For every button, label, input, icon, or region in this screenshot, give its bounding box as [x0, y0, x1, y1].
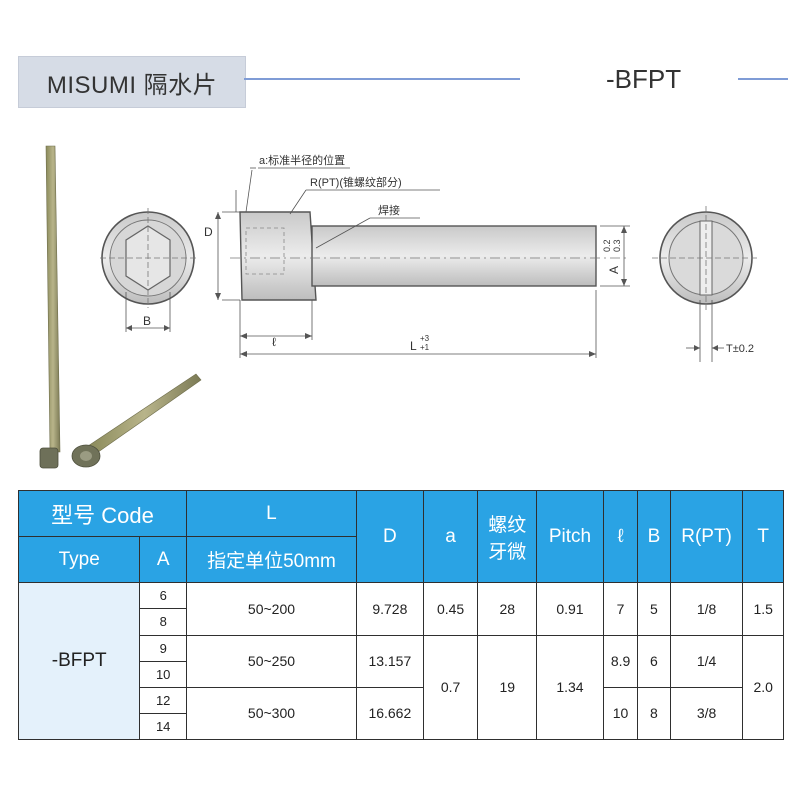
cell-a: 12 — [139, 686, 187, 714]
dim-b-label: B — [143, 314, 151, 328]
dim-l-tol-upper: +3 — [420, 334, 430, 343]
cell-a-small: 0.7 — [422, 634, 479, 741]
label-radius-position: a:标准半径的位置 — [259, 153, 345, 167]
cell-thread: 28 — [477, 582, 538, 636]
cell-b: 8 — [637, 686, 671, 741]
header-thread-line1: 螺纹 — [488, 514, 527, 536]
cell-t: 2.0 — [742, 634, 784, 741]
product-photo-vertical — [39, 145, 61, 469]
cell-t: 1.5 — [742, 582, 784, 636]
cell-pitch: 0.91 — [536, 582, 604, 636]
technical-drawing: B a:标准半径的位置 R(PT)(锥螺纹部分) 焊接 — [39, 145, 760, 469]
page-title-box: MISUMI 隔水片 — [18, 56, 246, 108]
cell-r-pt: 3/8 — [669, 686, 744, 741]
cell-d: 13.157 — [355, 634, 424, 688]
end-view-slot — [652, 206, 760, 362]
label-taper-thread: R(PT)(锥螺纹部分) — [310, 175, 402, 189]
header-thread-line2: 牙微 — [488, 541, 527, 563]
dim-l-tol-lower: +1 — [420, 343, 430, 352]
header-rule-right — [738, 78, 788, 80]
cell-pitch: 1.34 — [536, 634, 604, 741]
cell-a: 10 — [139, 660, 187, 688]
cell-l-range: 50~250 — [185, 634, 357, 688]
cell-l-small: 10 — [602, 686, 639, 741]
cell-b: 5 — [637, 582, 671, 636]
cell-r-pt: 1/4 — [669, 634, 744, 688]
product-code: -BFPT — [606, 64, 682, 94]
header-a: A — [139, 536, 187, 584]
header-a-small: a — [422, 489, 479, 584]
product-photo-angled — [71, 373, 202, 468]
side-view — [215, 167, 630, 358]
header-pitch: Pitch — [536, 489, 604, 584]
cell-a: 14 — [139, 712, 187, 741]
dim-l-small-label: ℓ — [272, 335, 276, 349]
cell-l-range: 50~300 — [185, 686, 357, 741]
cell-l-range: 50~200 — [185, 582, 357, 636]
cell-a: 8 — [139, 608, 187, 636]
cell-l-small: 8.9 — [602, 634, 639, 688]
dim-d-label: D — [204, 225, 213, 239]
header-t: T — [742, 489, 784, 584]
end-view-hex — [100, 208, 196, 332]
cell-d: 16.662 — [355, 686, 424, 741]
cell-d: 9.728 — [355, 582, 424, 636]
cell-thread: 19 — [477, 634, 538, 741]
header-b: B — [637, 489, 671, 584]
header-rule-left — [244, 78, 520, 80]
dim-l-label: L — [410, 339, 417, 353]
cell-r-pt: 1/8 — [669, 582, 744, 636]
header-type: Type — [17, 536, 141, 584]
page-title: MISUMI 隔水片 — [46, 71, 218, 99]
label-weld: 焊接 — [378, 203, 400, 217]
dim-t-label: T±0.2 — [726, 343, 754, 355]
header-l-small: ℓ — [602, 489, 639, 584]
header-model-code: 型号 Code — [18, 489, 187, 538]
cell-type: -BFPT — [17, 582, 141, 740]
header-thread: 螺纹 牙微 — [477, 489, 538, 584]
cell-b: 6 — [637, 634, 671, 688]
cell-a: 6 — [139, 582, 187, 610]
dim-a-tol-lower: 0.3 — [612, 239, 622, 252]
header-l: L — [185, 489, 357, 538]
dim-a-tol-upper: 0.2 — [602, 239, 612, 252]
cell-a-small: 0.45 — [422, 582, 479, 636]
dim-a-label: A — [607, 266, 621, 274]
cell-a: 9 — [139, 634, 187, 662]
cell-l-small: 7 — [602, 582, 639, 636]
header-d: D — [355, 489, 424, 584]
header-r-pt: R(PT) — [669, 489, 744, 584]
spec-table: 型号 Code L D a 螺纹 牙微 Pitch ℓ B R(PT) T Ty… — [17, 489, 784, 741]
header-l-unit: 指定单位50mm — [185, 536, 357, 584]
